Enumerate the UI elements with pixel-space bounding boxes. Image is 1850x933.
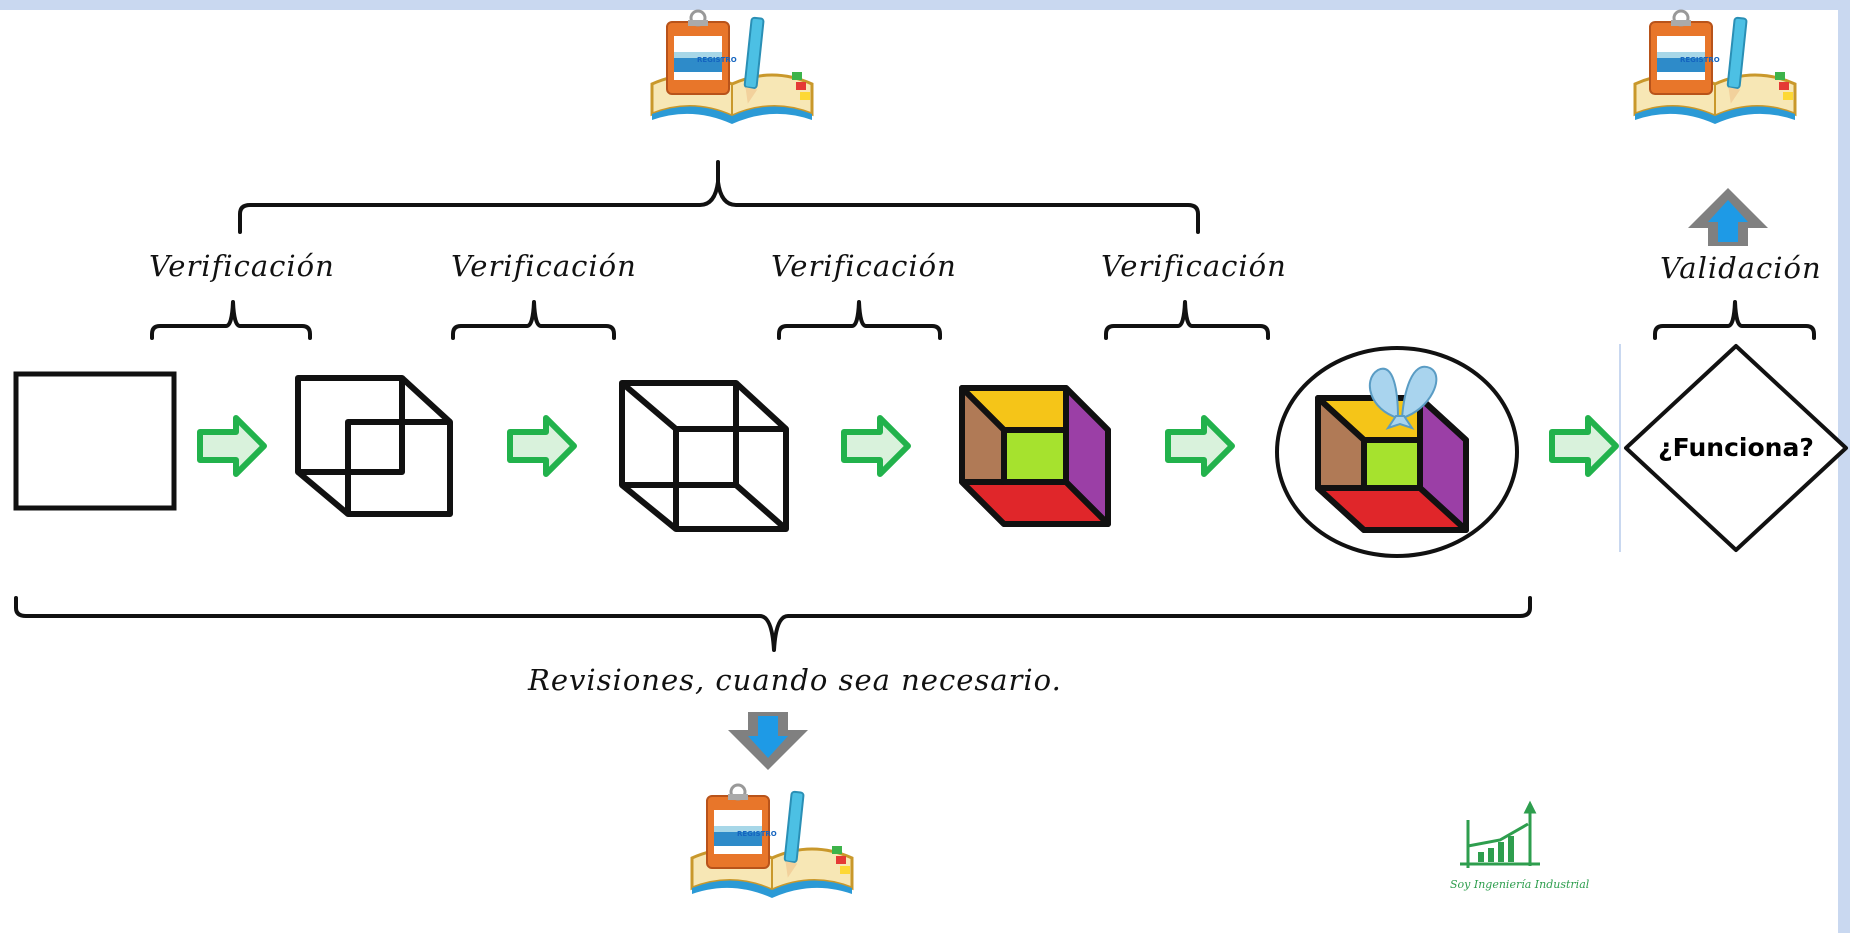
brace-verification-3	[777, 300, 942, 340]
decision-text: ¿Funciona?	[1658, 433, 1814, 462]
flow-arrow-icon-1	[200, 418, 264, 474]
registry-right-icon: REGISTRO	[1633, 9, 1797, 126]
flow-arrow-icon-3	[844, 418, 908, 474]
flow-arrow-icon-4	[1168, 418, 1232, 474]
brace-validation	[1653, 300, 1816, 340]
brace-verification-1	[150, 300, 312, 340]
stage-partial-cube	[295, 375, 453, 517]
registry-bottom-icon: REGISTRO	[690, 783, 854, 900]
verification-label-4: Verificación	[1101, 249, 1287, 283]
verification-label-1: Verificación	[149, 249, 335, 283]
flow-arrow-icon-5	[1552, 418, 1616, 474]
registry-badge-text-right: REGISTRO	[1680, 56, 1720, 64]
flow-arrow-icon-2	[510, 418, 574, 474]
stage-colored-cube	[959, 385, 1111, 527]
gift-bow-icon	[1368, 365, 1438, 430]
revisions-label: Revisiones, cuando sea necesario.	[527, 663, 1062, 697]
right-border	[1838, 0, 1850, 933]
growth-chart-icon	[1460, 800, 1540, 868]
top-brace	[238, 160, 1200, 234]
verification-label-3: Verificación	[771, 249, 957, 283]
stage-square	[13, 371, 177, 511]
registry-badge-text-bottom: REGISTRO	[737, 830, 777, 838]
bottom-brace	[14, 596, 1532, 652]
stage-wireframe-cube	[619, 380, 789, 532]
stage-product-package	[1275, 346, 1519, 558]
upload-arrow-icon	[1688, 188, 1768, 246]
verification-label-2: Verificación	[451, 249, 637, 283]
validation-label: Validación	[1660, 251, 1822, 285]
registry-badge-text: REGISTRO	[697, 56, 737, 64]
registry-top-icon: REGISTRO	[650, 9, 814, 126]
download-arrow-icon	[728, 712, 808, 770]
logo-text: Soy Ingeniería Industrial	[1450, 878, 1590, 891]
decision-diamond: ¿Funciona?	[1624, 344, 1848, 552]
brace-verification-4	[1104, 300, 1270, 340]
brand-logo: Soy Ingeniería Industrial	[1450, 800, 1590, 891]
top-border	[0, 0, 1850, 10]
brace-verification-2	[451, 300, 616, 340]
